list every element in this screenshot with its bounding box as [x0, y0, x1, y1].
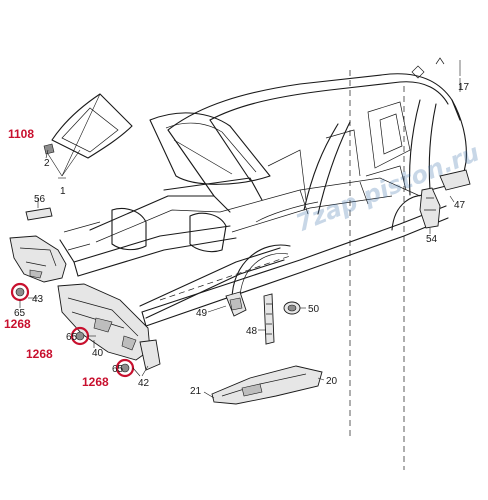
- part-47: [439, 169, 471, 191]
- callout-42: 42: [138, 378, 150, 389]
- callout-20: 20: [326, 376, 338, 387]
- callout-49: 49: [196, 308, 208, 319]
- callout-48: 48: [246, 326, 258, 337]
- part-42: [139, 339, 161, 371]
- part-54: [419, 187, 441, 229]
- leader-lines: [19, 78, 461, 399]
- callout-56: 56: [34, 194, 46, 205]
- callout-65-a: 65: [14, 308, 26, 319]
- callout-40: 40: [92, 348, 104, 359]
- callout-65-c: 65: [112, 364, 124, 375]
- callout-47: 47: [454, 200, 466, 211]
- highlight-1268-c: 1268: [82, 375, 109, 389]
- callout-43: 43: [32, 294, 44, 305]
- callout-21: 21: [190, 386, 202, 397]
- callout-54: 54: [426, 234, 438, 245]
- part-49: [225, 291, 247, 317]
- part-40: [57, 283, 151, 361]
- part-50: [283, 301, 301, 315]
- callout-1: 1: [60, 186, 66, 197]
- part-56: [25, 198, 53, 221]
- highlight-1268-b: 1268: [26, 347, 53, 361]
- callout-65-b: 65: [66, 332, 78, 343]
- fastener-65-a: [10, 282, 30, 302]
- callout-50: 50: [308, 304, 320, 315]
- highlight-1268-a: 1268: [4, 317, 31, 331]
- highlight-1108: 1108: [8, 127, 34, 141]
- part-2-clip: [43, 143, 55, 155]
- callout-17: 17: [458, 82, 470, 93]
- callout-2: 2: [44, 158, 50, 169]
- part-48: [263, 293, 275, 345]
- part-17-fasteners: [411, 57, 461, 79]
- part-43: [9, 235, 67, 283]
- reference-lines: [349, 70, 405, 470]
- part-20-21: [211, 365, 323, 405]
